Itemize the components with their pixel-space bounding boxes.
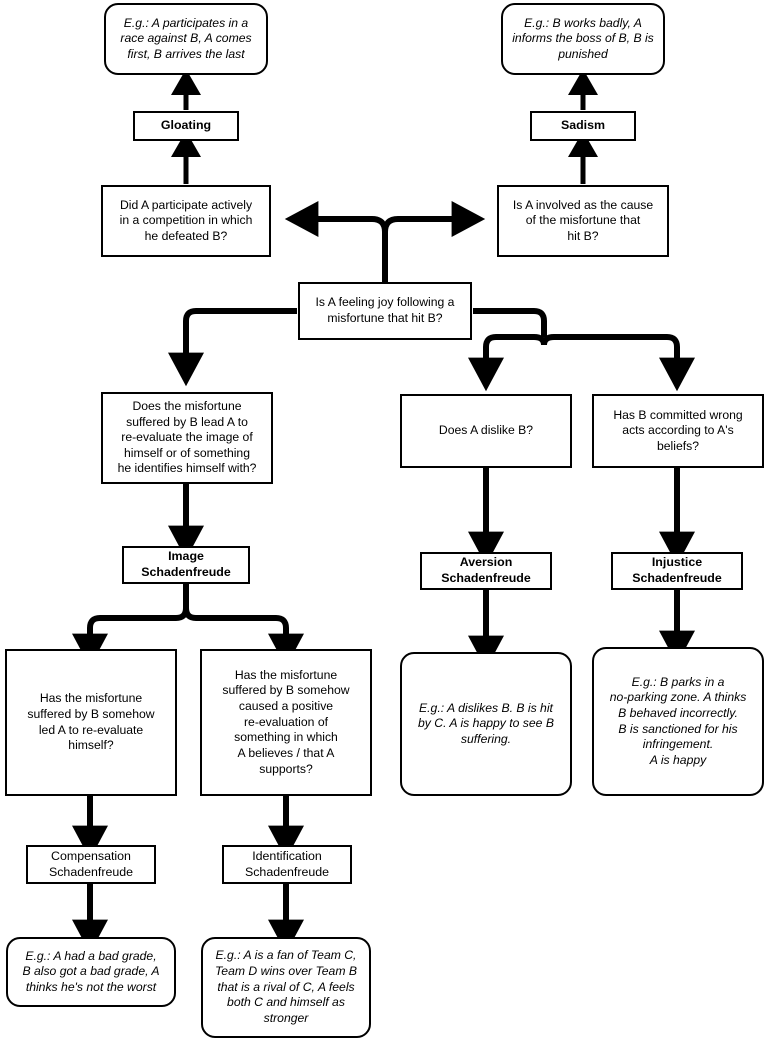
- question-cause: Is A involved as the cause of the misfor…: [497, 185, 669, 257]
- example-identification-text: E.g.: A is a fan of Team C, Team D wins …: [214, 948, 358, 1025]
- outcome-compensation-schadenfreude-label: Compensation Schadenfreude: [48, 848, 134, 879]
- outcome-compensation-schadenfreude: Compensation Schadenfreude: [26, 845, 156, 884]
- question-wrong-acts: Has B committed wrong acts according to …: [592, 394, 764, 468]
- outcome-image-schadenfreude: Image Schadenfreude: [122, 546, 250, 584]
- example-sadism: E.g.: B works badly, A informs the boss …: [501, 3, 665, 75]
- outcome-aversion-schadenfreude-label: Aversion Schadenfreude: [441, 555, 531, 585]
- arrow-image-label-split-right: [183, 584, 304, 668]
- question-root-text: Is A feeling joy following a misfortune …: [315, 295, 455, 325]
- arrow-root-to-image-branch: [168, 308, 297, 387]
- outcome-identification-schadenfreude-label: Identification Schadenfreude: [244, 848, 330, 879]
- example-injustice: E.g.: B parks in a no-parking zone. A th…: [592, 647, 764, 796]
- outcome-sadism-label: Sadism: [560, 118, 606, 133]
- question-competition: Did A participate actively in a competit…: [101, 185, 271, 257]
- question-self-reevaluation-text: Has the misfortune suffered by B somehow…: [27, 691, 155, 753]
- question-dislike-text: Does A dislike B?: [438, 423, 534, 438]
- question-belief-reevaluation: Has the misfortune suffered by B somehow…: [200, 649, 372, 796]
- example-aversion: E.g.: A dislikes B. B is hit by C. A is …: [400, 652, 572, 796]
- arrow-right-manifold-to-dislike: [468, 334, 547, 392]
- question-image-reevaluation-text: Does the misfortune suffered by B lead A…: [117, 398, 257, 476]
- example-identification: E.g.: A is a fan of Team C, Team D wins …: [201, 937, 371, 1038]
- outcome-gloating: Gloating: [133, 111, 239, 141]
- example-compensation: E.g.: A had a bad grade, B also got a ba…: [6, 937, 176, 1007]
- outcome-identification-schadenfreude: Identification Schadenfreude: [222, 845, 352, 884]
- question-dislike: Does A dislike B?: [400, 394, 572, 468]
- example-compensation-text: E.g.: A had a bad grade, B also got a ba…: [22, 948, 160, 994]
- arrow-image-label-split-left: [72, 584, 189, 668]
- outcome-aversion-schadenfreude: Aversion Schadenfreude: [420, 552, 552, 590]
- question-competition-text: Did A participate actively in a competit…: [119, 197, 253, 243]
- outcome-gloating-label: Gloating: [160, 118, 212, 133]
- outcome-injustice-schadenfreude-label: Injustice Schadenfreude: [632, 555, 722, 585]
- arrow-root-to-competition: [284, 201, 388, 282]
- example-gloating: E.g.: A participates in a race against B…: [104, 3, 268, 75]
- example-sadism-text: E.g.: B works badly, A informs the boss …: [512, 15, 654, 61]
- question-image-reevaluation: Does the misfortune suffered by B lead A…: [101, 392, 273, 484]
- question-root: Is A feeling joy following a misfortune …: [298, 282, 472, 340]
- example-aversion-text: E.g.: A dislikes B. B is hit by C. A is …: [418, 700, 554, 746]
- outcome-injustice-schadenfreude: Injustice Schadenfreude: [611, 552, 743, 590]
- example-injustice-text: E.g.: B parks in a no-parking zone. A th…: [609, 674, 747, 767]
- outcome-image-schadenfreude-label: Image Schadenfreude: [141, 549, 231, 579]
- outcome-sadism: Sadism: [530, 111, 636, 141]
- question-belief-reevaluation-text: Has the misfortune suffered by B somehow…: [222, 667, 350, 776]
- arrow-root-to-cause: [382, 201, 486, 282]
- question-wrong-acts-text: Has B committed wrong acts according to …: [613, 407, 743, 453]
- question-cause-text: Is A involved as the cause of the misfor…: [512, 197, 654, 243]
- arrow-right-manifold-to-wrongacts: [541, 334, 695, 392]
- question-self-reevaluation: Has the misfortune suffered by B somehow…: [5, 649, 177, 796]
- arrow-root-to-right-manifold: [473, 308, 547, 337]
- example-gloating-text: E.g.: A participates in a race against B…: [120, 15, 252, 61]
